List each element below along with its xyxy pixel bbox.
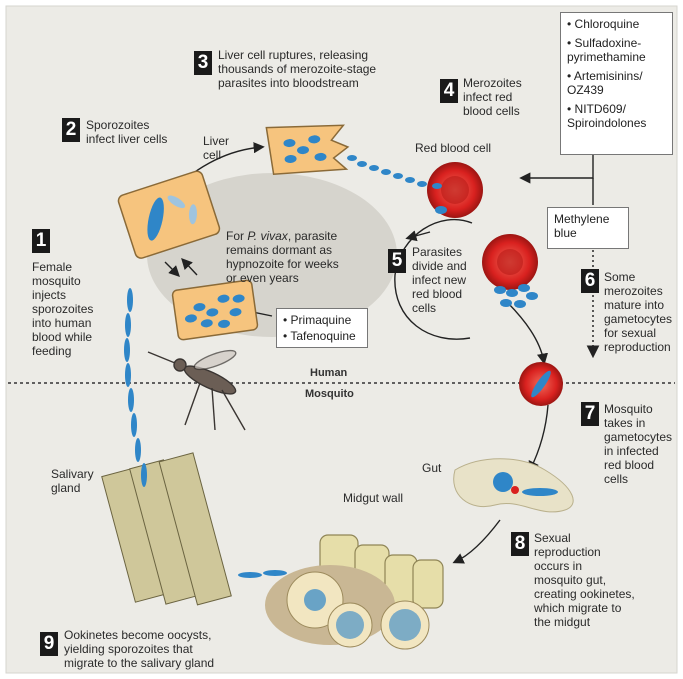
step-6-text: Some merozoites mature into gametocytes … (604, 270, 680, 354)
drug-item: • Primaquine (283, 313, 361, 327)
step-9-text: Ookinetes become oocysts, yielding sporo… (64, 628, 264, 670)
species-name: P. vivax (247, 229, 287, 243)
drug-item: • Artemisinins/ OZ439 (567, 69, 666, 97)
step-7-text: Mosquito takes in gametocytes in infecte… (604, 402, 680, 486)
midgut-wall-label: Midgut wall (343, 491, 403, 505)
step-4-number: 4 (440, 79, 458, 103)
liver-cell-label: Liver cell (203, 134, 229, 162)
liver-stage-drugs-box: • Primaquine • Tafenoquine (276, 308, 368, 348)
human-label: Human (310, 367, 347, 379)
dormant-note: For P. vivax, parasite remains dormant a… (226, 229, 376, 285)
mosquito-label: Mosquito (305, 388, 354, 400)
liver-cell-dormant (172, 280, 258, 341)
step-3-text: Liver cell ruptures, releasing thousands… (218, 48, 418, 90)
drug-item: • Chloroquine (567, 17, 666, 31)
step-2-number: 2 (62, 118, 80, 142)
step-9-number: 9 (40, 632, 58, 656)
red-blood-cell-step4 (427, 162, 483, 218)
step-1-text: Female mosquito injects sporozoites into… (32, 260, 127, 358)
step-4-text: Merozoites infect red blood cells (463, 76, 543, 118)
step-2-text: Sporozoites infect liver cells (86, 118, 206, 146)
methylene-blue-box: Methylene blue (547, 207, 629, 249)
drug-item: • Sulfadoxine- pyrimethamine (567, 36, 666, 64)
drug-item: • Tafenoquine (283, 329, 361, 343)
step-7-number: 7 (581, 402, 599, 426)
blood-stage-drugs-box: • Chloroquine • Sulfadoxine- pyrimethami… (560, 12, 673, 155)
red-blood-cell-gametocyte (519, 362, 563, 406)
step-8-text: Sexual reproduction occurs in mosquito g… (534, 531, 669, 629)
step-5-number: 5 (388, 249, 406, 273)
step-8-number: 8 (511, 532, 529, 556)
step-3-number: 3 (194, 51, 212, 75)
step-1-number: 1 (32, 229, 50, 253)
red-blood-cell-label: Red blood cell (415, 141, 491, 155)
salivary-gland-label: Salivary gland (51, 467, 94, 495)
gut-label: Gut (422, 461, 441, 475)
step-5-text: Parasites divide and infect new red bloo… (412, 245, 482, 315)
step-6-number: 6 (581, 269, 599, 293)
liver-cell-ruptured (266, 122, 349, 174)
drug-item: • NITD609/ Spiroindolones (567, 102, 666, 130)
